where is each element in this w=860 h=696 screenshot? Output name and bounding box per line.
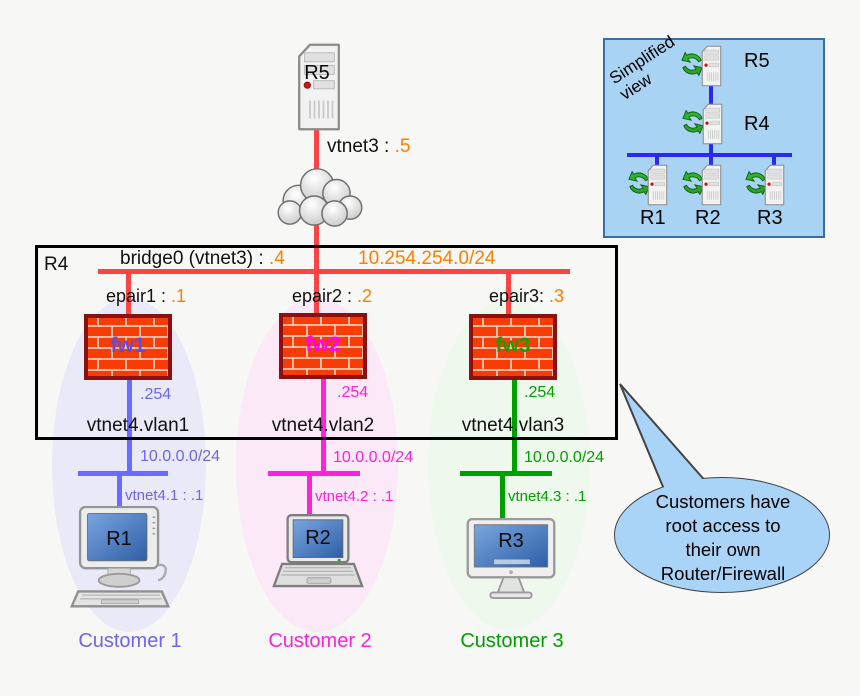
gw2-label: .254: [337, 384, 369, 401]
r2-laptop-icon: [272, 514, 364, 590]
bubble-line-3: their own: [685, 539, 761, 560]
vtnet3-label: vtnet3 : .5: [327, 136, 410, 158]
sv-bus-line: [627, 153, 792, 157]
lan3-subnet-label: 10.0.0.0/24: [524, 449, 605, 466]
r3-drop-line: [500, 474, 505, 524]
speech-bubble: [614, 383, 830, 593]
sv-r4-server-icon: [699, 103, 726, 145]
vif1-label: vtnet4.1 : .1: [125, 487, 204, 504]
r5-server-icon: [292, 42, 346, 132]
sv-r5-server-icon: [698, 45, 725, 87]
lan2-subnet-label: 10.0.0.0/24: [333, 449, 414, 466]
epair2-ip: .2: [357, 286, 373, 306]
epair2-label: epair2 : .2: [292, 286, 372, 307]
customer3-bus-line: [460, 471, 552, 476]
r1-drop-line: [117, 474, 122, 512]
r3-label: R3: [498, 530, 524, 552]
epair1-ip: .1: [171, 286, 187, 306]
sv-r4-bus-line: [709, 144, 713, 155]
customer2-caption: Customer 2: [268, 630, 372, 652]
bridge0-ip: .4: [268, 248, 285, 269]
r2-label: R2: [305, 527, 331, 549]
bubble-line-1: Customers have: [655, 491, 791, 512]
sv-r1-server-icon: [644, 164, 671, 206]
bridge0-label: bridge0 (vtnet3) : .4: [120, 248, 285, 270]
firewall2-icon: fw2: [279, 313, 367, 379]
vlan3-line: [512, 378, 517, 473]
gw3-label: .254: [524, 384, 556, 401]
vlan1-line: [127, 378, 132, 473]
sv-r3-drop-line: [772, 157, 776, 166]
vif2-label: vtnet4.2 : .1: [315, 488, 394, 505]
sv-r5-label: R5: [744, 50, 770, 72]
sv-r1-drop-line: [655, 157, 659, 166]
r4-host-box: [35, 245, 618, 440]
customer1-bus-line: [78, 471, 168, 476]
lan1-subnet-label: 10.0.0.0/24: [140, 448, 221, 465]
wan-subnet-label: 10.254.254.0/24: [358, 248, 496, 269]
bubble-line-2: root access to: [665, 515, 781, 536]
bridge0-bus-line: [98, 269, 570, 274]
epair3-prefix: epair3:: [489, 286, 550, 306]
epair2-prefix: epair2 :: [292, 286, 358, 306]
r4-box-label: R4: [44, 254, 69, 275]
vlan1-label: vtnet4.vlan1: [86, 415, 190, 436]
firewall1-icon: fw1: [84, 314, 172, 380]
customer2-bus-line: [268, 471, 360, 476]
epair3-label: epair3: .3: [489, 286, 564, 307]
r5-label: R5: [304, 62, 330, 84]
r1-desktop-icon: [68, 506, 172, 610]
customer1-caption: Customer 1: [78, 630, 182, 652]
firewall1-label: fw1: [110, 334, 146, 358]
bubble-text: Customers have root access to their own …: [627, 490, 819, 586]
gw1-label: .254: [140, 386, 172, 403]
epair1-label: epair1 : .1: [106, 286, 186, 307]
epair1-line: [126, 273, 131, 317]
bubble-line-4: Router/Firewall: [660, 563, 786, 584]
sv-r2-label: R2: [695, 207, 721, 229]
vif3-label: vtnet4.3 : .1: [508, 488, 587, 505]
epair2-line: [314, 273, 319, 317]
firewall3-label: fw3: [495, 334, 531, 358]
vtnet3-ip: .5: [394, 136, 411, 157]
vtnet3-prefix: vtnet3 :: [327, 136, 395, 157]
sv-r2-server-icon: [698, 164, 725, 206]
epair1-prefix: epair1 :: [106, 286, 172, 306]
firewall2-label: fw2: [305, 333, 341, 357]
sv-r2-drop-line: [709, 157, 713, 166]
sv-r1-label: R1: [640, 207, 666, 229]
epair3-line: [506, 273, 511, 317]
r2-drop-line: [307, 474, 312, 520]
sv-r3-label: R3: [757, 207, 783, 229]
firewall3-icon: fw3: [469, 314, 557, 380]
bridge0-prefix: bridge0 (vtnet3) :: [120, 248, 269, 269]
sv-r3-server-icon: [761, 164, 788, 206]
customer3-caption: Customer 3: [460, 630, 564, 652]
sv-r4-label: R4: [744, 113, 770, 135]
epair3-ip: .3: [549, 286, 565, 306]
r1-label: R1: [106, 528, 132, 550]
vlan2-line: [321, 377, 326, 473]
internet-cloud-icon: [270, 162, 370, 230]
vlan2-label: vtnet4.vlan2: [271, 415, 375, 436]
vlan3-label: vtnet4.vlan3: [461, 415, 565, 436]
sv-r5-r4-line: [709, 86, 713, 105]
